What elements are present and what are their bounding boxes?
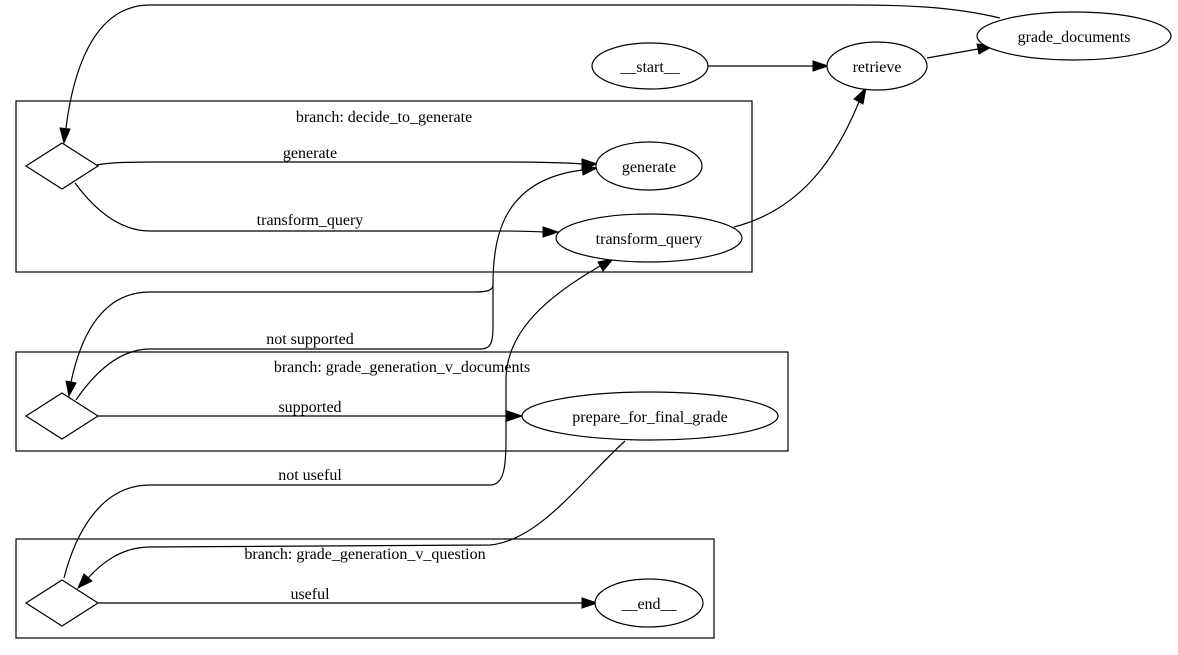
edge-documents-branch-to-decide-to-generate — [65, 284, 494, 398]
node-transform-query[interactable]: transform_query — [555, 213, 743, 263]
cluster-label-decide-to-generate: branch: decide_to_generate — [296, 109, 472, 126]
node-label-generate: generate — [622, 159, 676, 176]
edge-decide-to-generate-transform-query: transform_query — [74, 182, 560, 238]
node-label-prepare-for-final-grade: prepare_for_final_grade — [572, 409, 727, 426]
node-generate[interactable]: generate — [595, 141, 703, 191]
edge-not-supported-to-generate: not supported — [75, 164, 599, 401]
cluster-decide-to-generate: branch: decide_to_generate — [15, 100, 753, 273]
decision-node-grade-generation-v-question[interactable] — [24, 579, 100, 627]
edge-decide-to-generate-generate: generate — [96, 145, 599, 170]
edge-label-useful: useful — [290, 586, 330, 603]
node-label-transform-query: transform_query — [596, 231, 703, 248]
edge-label-generate: generate — [283, 145, 337, 162]
decision-node-decide-to-generate[interactable] — [24, 142, 100, 190]
edge-retrieve-to-grade-documents — [926, 43, 995, 59]
edge-transform-query-to-retrieve — [733, 86, 867, 228]
node-label-end: __end__ — [620, 596, 677, 613]
node-end[interactable]: __end__ — [594, 578, 704, 628]
node-label-retrieve: retrieve — [853, 59, 902, 76]
node-label-start: __start__ — [619, 59, 681, 76]
node-grade-documents[interactable]: grade_documents — [976, 11, 1172, 61]
node-label-grade-documents: grade_documents — [1018, 29, 1131, 46]
edge-label-not-supported: not supported — [266, 331, 354, 348]
node-retrieve[interactable]: retrieve — [826, 41, 928, 91]
edge-grade-documents-to-decide-to-generate — [59, 4, 1001, 145]
edge-label-not-useful: not useful — [278, 467, 342, 484]
edge-supported-to-prepare-for-final-grade: supported — [98, 399, 524, 422]
cluster-grade-generation-v-documents: branch: grade_generation_v_documents — [15, 351, 789, 452]
edge-label-supported: supported — [278, 399, 341, 416]
decision-node-grade-generation-v-documents[interactable] — [24, 392, 100, 440]
edge-useful-to-end: useful — [98, 586, 599, 609]
cluster-grade-generation-v-question: branch: grade_generation_v_question — [15, 538, 715, 639]
edge-not-useful-to-transform-query: not useful — [63, 258, 615, 579]
edge-start-to-retrieve — [708, 60, 830, 72]
edge-prepare-for-final-grade-to-question-branch — [77, 440, 626, 590]
cluster-label-grade-generation-v-documents: branch: grade_generation_v_documents — [274, 359, 530, 376]
node-prepare-for-final-grade[interactable]: prepare_for_final_grade — [521, 391, 779, 441]
cluster-label-grade-generation-v-question: branch: grade_generation_v_question — [244, 546, 485, 563]
edge-label-transform-query: transform_query — [257, 212, 364, 229]
node-start[interactable]: __start__ — [591, 42, 709, 90]
